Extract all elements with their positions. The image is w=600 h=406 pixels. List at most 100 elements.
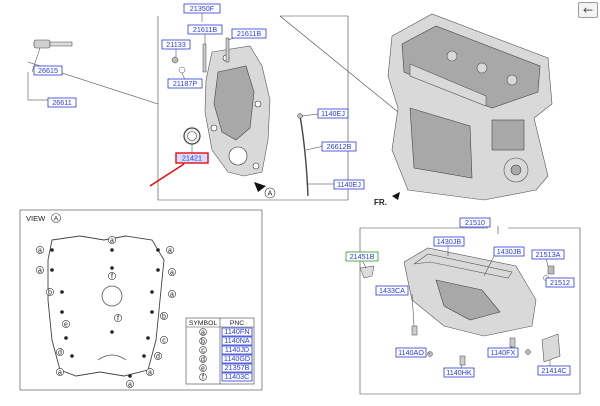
pan-washer[interactable] (525, 349, 531, 355)
view-a-letter: A (54, 216, 59, 223)
part-label-21611B-right[interactable]: 21611B (231, 28, 267, 39)
part-label-21451B[interactable]: 21451B (345, 251, 379, 262)
symbol-table-rows: a 1140FN b 1140NA c 1140JD d 1140GD e 21… (199, 327, 253, 382)
part-labels: 21350F 21611B 21611B 21133 26615 26611 2… (33, 3, 575, 378)
svg-text:26611: 26611 (52, 98, 71, 107)
part-label-1140HK[interactable]: 1140HK (443, 367, 475, 378)
svg-text:21451B: 21451B (350, 252, 375, 261)
table-row[interactable]: d 1140GD (199, 354, 253, 364)
oil-pan-flange (413, 253, 513, 279)
svg-text:a: a (38, 247, 42, 254)
part-label-26615[interactable]: 26615 (33, 65, 63, 76)
svg-text:f: f (117, 315, 119, 322)
dipstick-tube[interactable] (299, 115, 309, 197)
table-row[interactable]: b 1140NA (199, 336, 253, 346)
table-row[interactable]: c 1140JD (199, 345, 253, 355)
oil-level-gauge-bolt[interactable] (33, 39, 51, 49)
svg-text:11403C: 11403C (225, 372, 250, 381)
baffle-plate[interactable] (541, 333, 561, 363)
table-row[interactable]: e 21357B (199, 363, 253, 373)
svg-text:e: e (201, 365, 205, 372)
drain-plug[interactable] (547, 265, 555, 275)
svg-text:26612B: 26612B (327, 142, 352, 151)
svg-text:21421: 21421 (182, 154, 202, 163)
part-label-21421-selected[interactable]: 21421 (175, 152, 209, 164)
part-label-1140AO[interactable]: 1140AO (395, 347, 427, 358)
svg-text:f: f (111, 273, 113, 280)
svg-text:a: a (170, 291, 174, 298)
part-label-21512[interactable]: 21512 (545, 277, 575, 288)
svg-text:a: a (148, 369, 152, 376)
part-label-21350F[interactable]: 21350F (183, 3, 221, 14)
svg-text:c: c (162, 337, 166, 344)
view-arrow-icon (254, 182, 266, 192)
part-label-21611B-left[interactable]: 21611B (187, 24, 223, 35)
svg-text:21350F: 21350F (190, 4, 215, 13)
part-label-21187P[interactable]: 21187P (167, 78, 203, 89)
callout-leaders (27, 12, 551, 371)
svg-text:a: a (201, 329, 205, 336)
part-label-1433CA[interactable]: 1433CA (375, 285, 409, 296)
part-label-1140EJ-lower[interactable]: 1140EJ (333, 179, 365, 190)
stud-bolt[interactable] (202, 43, 207, 73)
crank-seal-bore (228, 146, 248, 166)
svg-text:1140NA: 1140NA (224, 336, 250, 345)
pnc-column-header: PNC (230, 320, 244, 327)
svg-text:1140JD: 1140JD (225, 345, 249, 354)
svg-text:1140FN: 1140FN (224, 327, 249, 336)
washer[interactable] (178, 66, 186, 74)
bolt-hole (254, 100, 262, 108)
oil-screen-gasket[interactable] (359, 265, 375, 279)
pan-bolt[interactable] (459, 355, 466, 366)
svg-text:21611B: 21611B (193, 25, 217, 34)
svg-text:b: b (162, 313, 166, 320)
plug[interactable] (171, 56, 179, 64)
svg-text:1430JB: 1430JB (437, 237, 462, 246)
pan-bolt[interactable] (411, 325, 418, 336)
view-marker[interactable] (264, 187, 276, 199)
bolt-hole (252, 162, 260, 170)
svg-text:a: a (110, 237, 114, 244)
part-label-1430JB-left[interactable]: 1430JB (433, 236, 465, 247)
svg-text:a: a (38, 267, 42, 274)
pan-bolt[interactable] (509, 337, 516, 348)
part-label-26611[interactable]: 26611 (47, 97, 77, 108)
svg-text:1140AO: 1140AO (398, 348, 424, 357)
frame-diagonal (279, 15, 399, 113)
svg-text:21611B: 21611B (237, 29, 261, 38)
svg-text:21187P: 21187P (173, 79, 197, 88)
part-label-21513A[interactable]: 21513A (531, 249, 565, 260)
svg-text:1140GD: 1140GD (224, 354, 250, 363)
svg-text:d: d (58, 349, 62, 356)
svg-text:d: d (201, 356, 205, 363)
svg-text:21357B: 21357B (225, 363, 250, 372)
back-button[interactable]: ← (578, 2, 598, 18)
table-row[interactable]: a 1140FN (199, 327, 253, 337)
svg-text:c: c (201, 347, 205, 354)
part-label-21133[interactable]: 21133 (161, 39, 191, 50)
part-label-1430JB-right[interactable]: 1430JB (493, 246, 525, 257)
part-label-21414C[interactable]: 21414C (537, 365, 571, 376)
svg-text:a: a (58, 369, 62, 376)
oil-pan-group-frame (359, 227, 581, 395)
svg-text:21513A: 21513A (536, 250, 561, 259)
selected-callout-arrow (149, 163, 185, 187)
view-a-bolt-markers (50, 248, 160, 378)
engine-block[interactable] (387, 13, 553, 201)
svg-text:21414C: 21414C (541, 366, 566, 375)
svg-text:b: b (48, 289, 52, 296)
part-label-1140EJ-upper[interactable]: 1140EJ (317, 108, 349, 119)
part-label-26612B[interactable]: 26612B (321, 141, 357, 152)
svg-text:d: d (156, 353, 160, 360)
part-label-21510[interactable]: 21510 (459, 217, 491, 228)
table-row[interactable]: f 11403C (199, 372, 253, 382)
svg-text:a: a (128, 381, 132, 388)
front-direction-arrow-icon (392, 192, 400, 200)
timing-cover-recess (213, 65, 255, 141)
stud-bolt[interactable] (225, 37, 230, 63)
part-label-1140FX[interactable]: 1140FX (487, 347, 519, 358)
svg-text:a: a (170, 269, 174, 276)
bolt-hole (210, 124, 218, 132)
bolt-shank (49, 41, 73, 47)
